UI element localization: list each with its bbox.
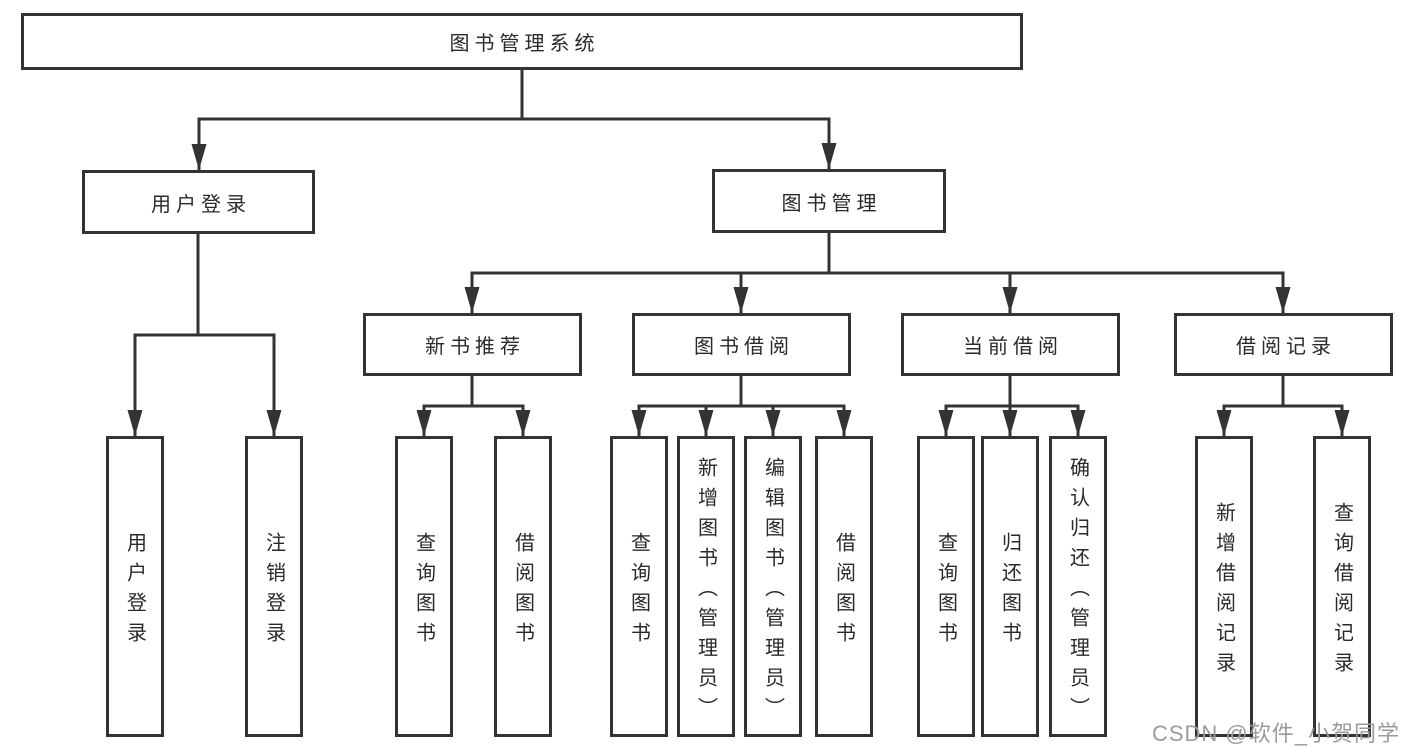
node-root: 图书管理系统 [21, 13, 1023, 70]
leaf-borrow-books: 借阅图书 [815, 436, 873, 737]
leaf-add-books-admin-label: 新增图书（管理员） [694, 456, 717, 727]
node-current-borrow: 当前借阅 [901, 313, 1120, 376]
leaf-edit-books-admin-label: 编辑图书（管理员） [761, 456, 784, 727]
node-book-management: 图书管理 [712, 169, 946, 233]
node-root-label: 图书管理系统 [449, 33, 600, 55]
leaf-logout: 注销登录 [245, 436, 303, 737]
leaf-query-borrow-record: 查询借阅记录 [1313, 436, 1371, 737]
node-borrow-records: 借阅记录 [1174, 313, 1393, 376]
leaf-borrow-books-label: 借阅图书 [832, 531, 855, 652]
node-new-book-recommend: 新书推荐 [363, 313, 582, 376]
watermark: CSDN @软件_小贺同学 [1151, 721, 1400, 746]
leaf-add-books-admin: 新增图书（管理员） [677, 436, 735, 737]
leaf-query-books-borrow-label: 查询图书 [627, 531, 650, 652]
leaf-confirm-return-admin: 确认归还（管理员） [1049, 436, 1107, 737]
node-book-management-label: 图书管理 [781, 192, 882, 215]
leaf-borrow-books-recommend-label: 借阅图书 [511, 531, 534, 652]
leaf-query-books-recommend-label: 查询图书 [412, 531, 435, 652]
leaf-edit-books-admin: 编辑图书（管理员） [744, 436, 802, 737]
leaf-return-books: 归还图书 [981, 436, 1039, 737]
node-borrow-records-label: 借阅记录 [1236, 336, 1336, 358]
leaf-return-books-label: 归还图书 [998, 531, 1021, 652]
leaf-confirm-return-admin-label: 确认归还（管理员） [1066, 456, 1089, 727]
leaf-user-login-label: 用户登录 [123, 531, 146, 652]
leaf-query-books-borrow: 查询图书 [610, 436, 668, 737]
leaf-query-borrow-record-label: 查询借阅记录 [1330, 501, 1353, 682]
leaf-query-books-recommend: 查询图书 [395, 436, 453, 737]
node-new-book-recommend-label: 新书推荐 [425, 336, 525, 358]
node-user-login: 用户登录 [82, 170, 315, 234]
node-book-borrow-label: 图书借阅 [694, 336, 794, 358]
leaf-user-login: 用户登录 [106, 436, 164, 737]
leaf-query-books-current: 查询图书 [917, 436, 975, 737]
leaf-add-borrow-record: 新增借阅记录 [1195, 436, 1253, 737]
leaf-query-books-current-label: 查询图书 [934, 531, 957, 652]
node-book-borrow: 图书借阅 [632, 313, 851, 376]
node-user-login-label: 用户登录 [151, 193, 251, 216]
leaf-add-borrow-record-label: 新增借阅记录 [1212, 501, 1235, 682]
node-current-borrow-label: 当前借阅 [963, 336, 1063, 358]
leaf-logout-label: 注销登录 [262, 531, 285, 652]
leaf-borrow-books-recommend: 借阅图书 [494, 436, 552, 737]
